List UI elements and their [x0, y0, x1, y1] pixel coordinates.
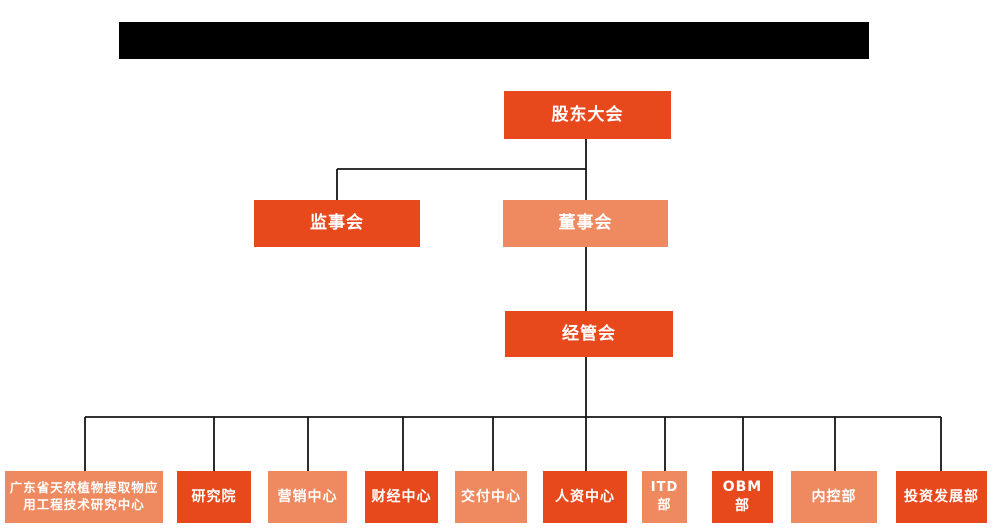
org-node-label: 广东省天然植物提取物应用工程技术研究中心 [9, 480, 159, 512]
org-node-label: 董事会 [558, 213, 613, 234]
org-node-label: 财经中心 [371, 488, 432, 505]
org-node-research-institute: 研究院 [177, 471, 251, 523]
org-node-board-of-directors: 董事会 [503, 200, 668, 247]
org-node-itd-department: ITD部 [642, 471, 687, 523]
org-node-hr-center: 人资中心 [543, 471, 627, 523]
org-node-label: 监事会 [310, 213, 364, 234]
org-node-delivery-center: 交付中心 [455, 471, 527, 523]
org-node-supervisory-board: 监事会 [254, 200, 420, 247]
org-node-label: 研究院 [191, 488, 237, 505]
org-node-label: ITD部 [650, 480, 679, 513]
org-node-obm-department: OBM部 [712, 471, 773, 523]
org-node-label: 内控部 [811, 488, 857, 505]
org-node-internal-control-department: 内控部 [791, 471, 877, 523]
org-node-label: 投资发展部 [904, 488, 979, 505]
org-node-label: OBM部 [722, 479, 763, 514]
org-node-investment-development-dept: 投资发展部 [896, 471, 987, 523]
redacted-title-bar [119, 22, 869, 59]
org-node-label: 营销中心 [277, 488, 338, 505]
org-node-label: 经管会 [562, 323, 616, 344]
org-node-label: 交付中心 [461, 488, 521, 505]
org-node-management-committee: 经管会 [505, 311, 673, 357]
org-node-shareholders-meeting: 股东大会 [504, 91, 671, 139]
org-node-guangdong-research-center: 广东省天然植物提取物应用工程技术研究中心 [5, 471, 163, 523]
org-node-label: 股东大会 [551, 104, 624, 125]
org-node-marketing-center: 营销中心 [268, 471, 347, 523]
org-node-finance-center: 财经中心 [365, 471, 438, 523]
org-node-label: 人资中心 [555, 488, 615, 505]
